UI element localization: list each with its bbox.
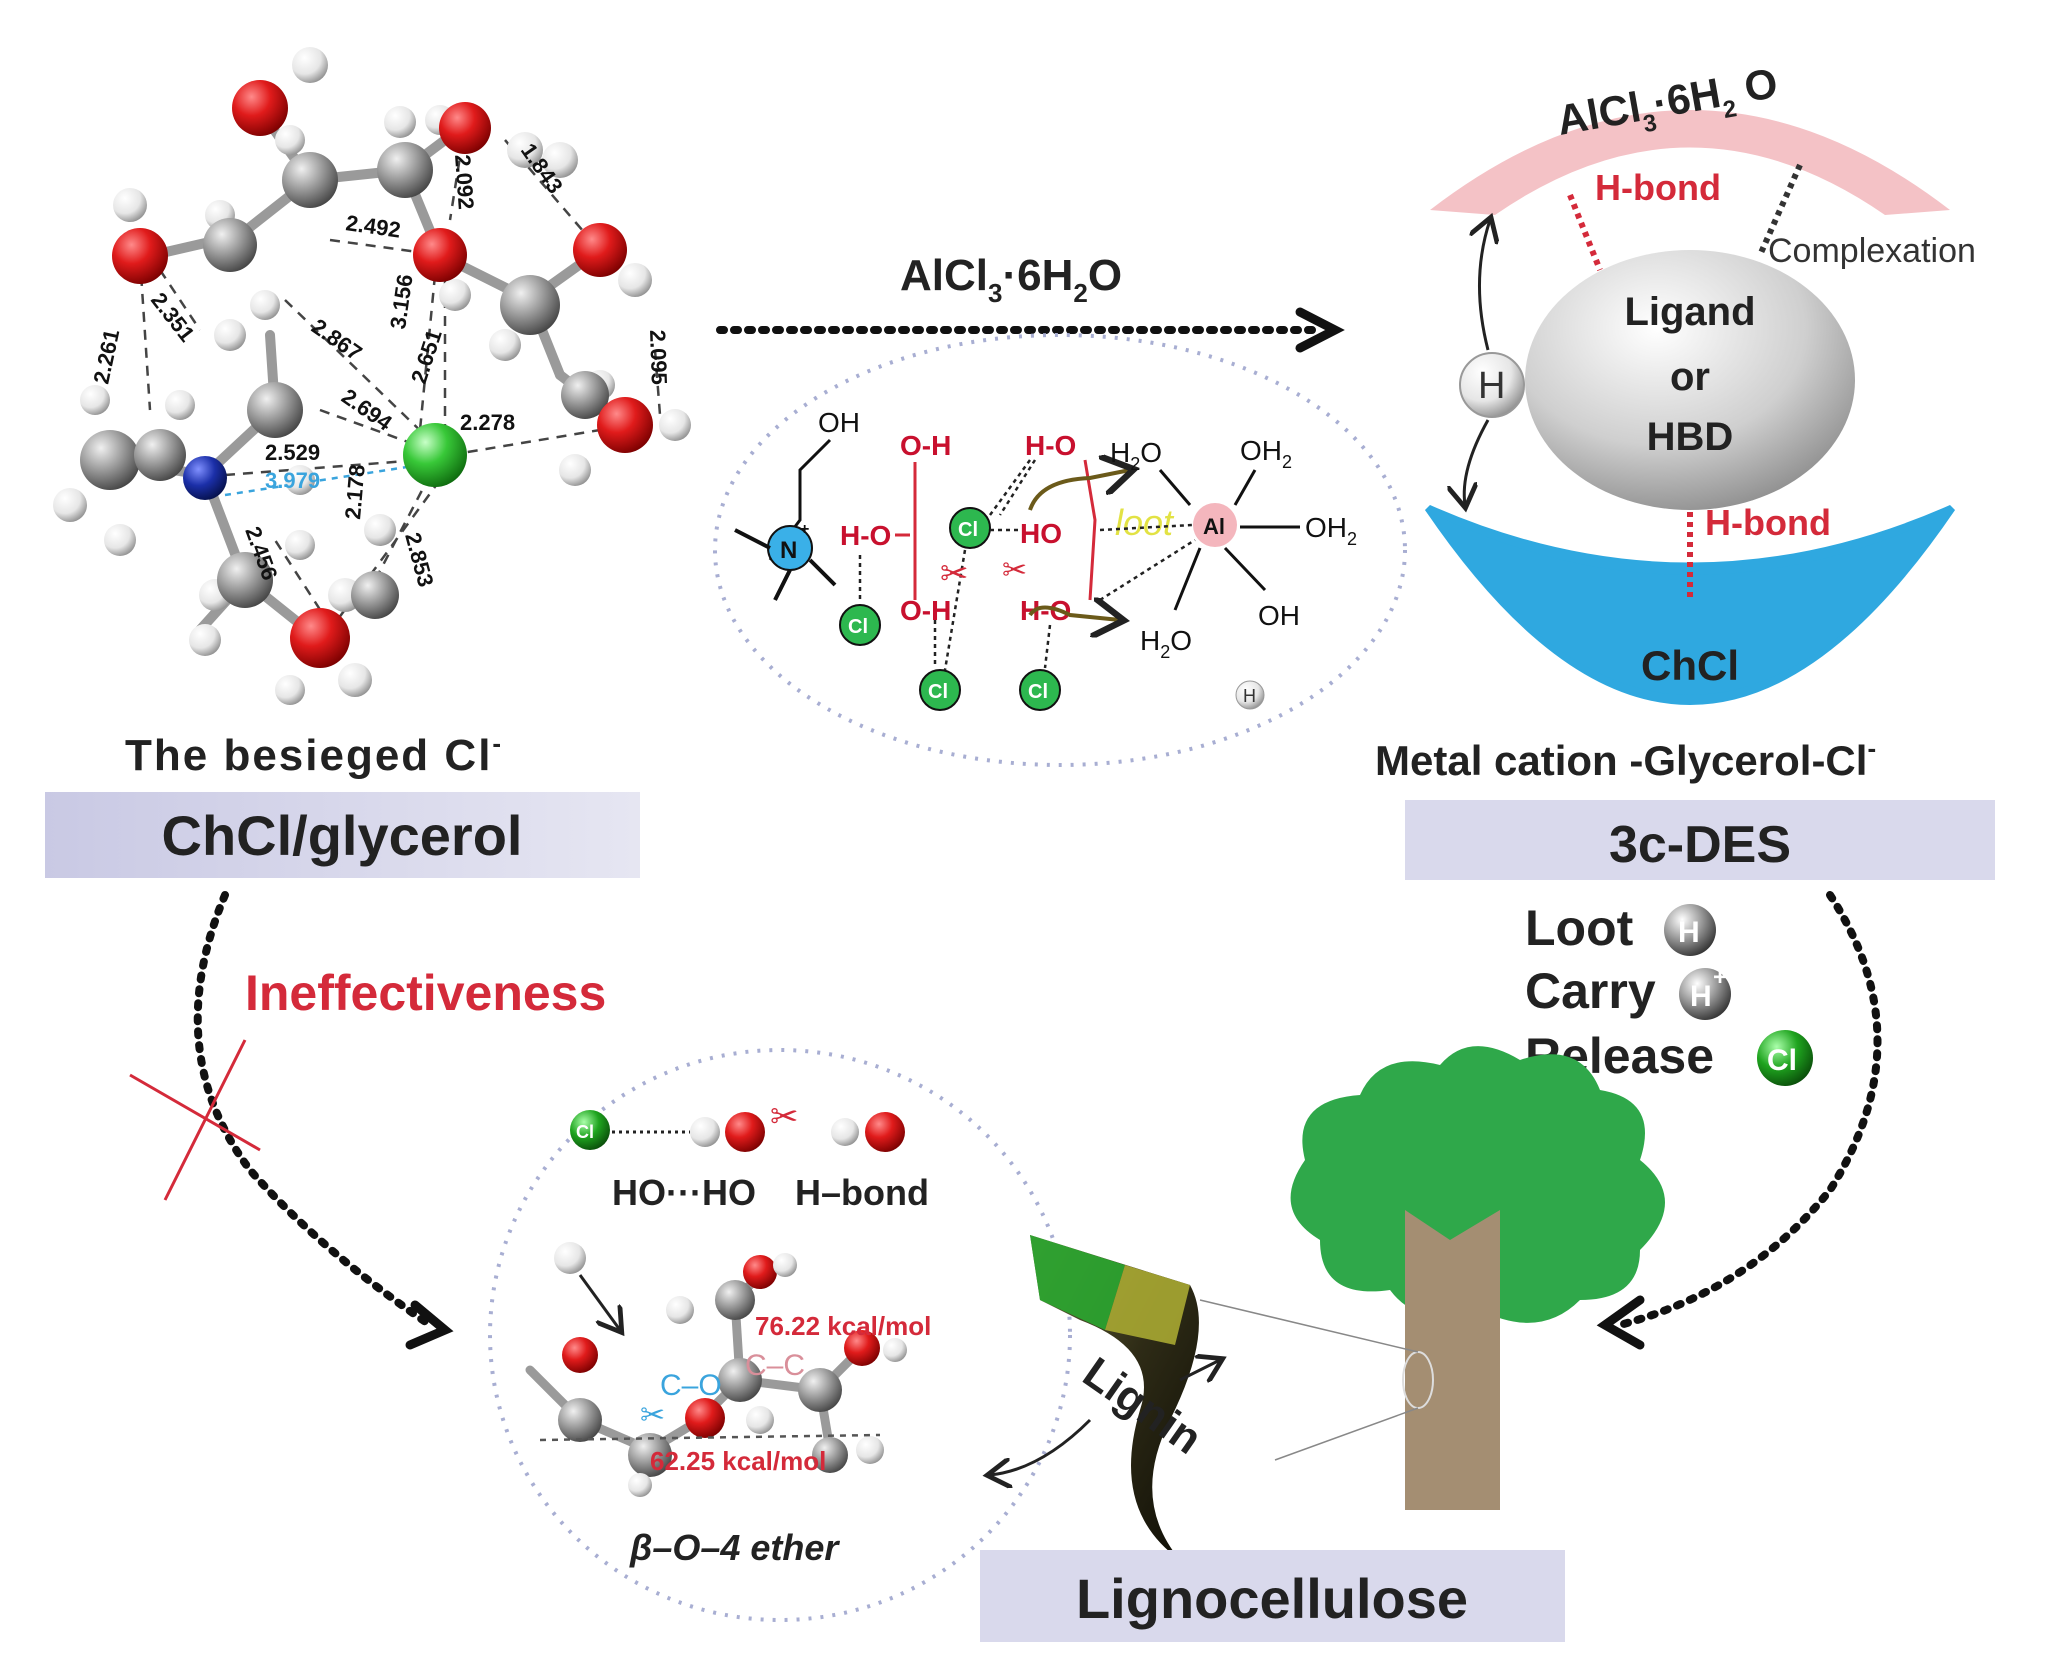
svg-text:H-O: H-O xyxy=(840,520,891,551)
distance-label: 2.278 xyxy=(460,410,515,435)
svg-text:OH2: OH2 xyxy=(1240,435,1292,472)
svg-text:Cl: Cl xyxy=(958,519,978,541)
right-caption: Metal cation -Glycerol-Cl- xyxy=(1375,733,1876,784)
distance-label: 2.867 xyxy=(307,314,366,366)
svg-text:Cl: Cl xyxy=(1028,681,1048,703)
svg-text:H-O: H-O xyxy=(1025,430,1076,461)
right-label-box xyxy=(1405,800,1995,880)
svg-text:✂: ✂ xyxy=(1002,554,1027,587)
right-label-text: 3c-DES xyxy=(1609,816,1791,874)
svg-text:H: H xyxy=(1478,365,1505,407)
atoms-hydrogen xyxy=(53,47,691,705)
mechanism-panel: OH N + O-H H-O O-H H-O HO H-O Cl Cl Cl C… xyxy=(713,333,1407,767)
cross-mark xyxy=(129,1039,261,1201)
svg-text:O-H: O-H xyxy=(900,430,951,461)
svg-text:Carry: Carry xyxy=(1525,963,1656,1019)
svg-text:Cl: Cl xyxy=(848,616,868,638)
distance-label: 3.156 xyxy=(385,273,417,331)
svg-text:OH: OH xyxy=(818,407,860,438)
distance-label: 2.261 xyxy=(88,327,124,386)
svg-text:76.22 kcal/mol: 76.22 kcal/mol xyxy=(755,1311,931,1341)
svg-text:H–bond: H–bond xyxy=(795,1172,929,1213)
svg-text:C–C: C–C xyxy=(745,1349,805,1382)
molecule-chcl-glycerol: 2.2612.3512.4922.0921.8432.8673.1562.651… xyxy=(53,47,691,705)
distance-label: 3.979 xyxy=(265,468,320,493)
right-curve-arrow xyxy=(1616,891,1882,1329)
left-label-box xyxy=(45,792,640,878)
distance-label: 2.651 xyxy=(406,326,447,386)
complexation-label: Complexation xyxy=(1768,232,1976,270)
distance-label: 2.529 xyxy=(265,440,320,465)
left-label-text: ChCl/glycerol xyxy=(162,804,523,867)
chcl-arc-label: ChCl xyxy=(1641,642,1739,689)
h-ball xyxy=(1459,352,1525,418)
svg-text:Ligand: Ligand xyxy=(1624,290,1755,334)
svg-text:β–O–4 ether: β–O–4 ether xyxy=(629,1527,840,1568)
distance-label: 2.092 xyxy=(450,154,479,211)
svg-text:or: or xyxy=(1670,355,1710,399)
svg-text:+: + xyxy=(800,521,809,538)
tree-canopy xyxy=(1290,1046,1665,1323)
reagent-label: AlCl3·6H2O xyxy=(900,251,1122,308)
svg-text:HO···HO: HO···HO xyxy=(612,1172,756,1213)
svg-text:O-H: O-H xyxy=(900,595,951,626)
svg-text:Cl: Cl xyxy=(928,681,948,703)
hbond-top-label: H-bond xyxy=(1595,167,1721,208)
atoms-carbon xyxy=(80,142,609,619)
svg-text:Cl: Cl xyxy=(1767,1044,1797,1077)
svg-text:62.25 kcal/mol: 62.25 kcal/mol xyxy=(650,1446,826,1476)
distance-label: 2.694 xyxy=(337,384,397,436)
hbond-bottom-label: H-bond xyxy=(1705,502,1831,543)
svg-text:✂: ✂ xyxy=(770,1098,799,1136)
beta-o4-panel: Cl ✂ HO···HO H–bond xyxy=(488,1048,1072,1622)
chloride-ions: Cl Cl Cl Cl xyxy=(839,507,1061,711)
lignocellulose-art: Lignin xyxy=(990,1046,1665,1560)
svg-text:H2O: H2O xyxy=(1110,437,1162,474)
alcl3-arc xyxy=(1430,110,1950,215)
bottom-label-text: Lignocellulose xyxy=(1076,1567,1468,1630)
distance-label: 2.853 xyxy=(400,530,438,590)
svg-text:Cl: Cl xyxy=(576,1122,594,1142)
left-caption: The besieged Cl- xyxy=(125,728,503,780)
svg-text:loot: loot xyxy=(1115,502,1175,543)
distance-label: 2.095 xyxy=(645,329,672,385)
svg-text:✂: ✂ xyxy=(640,1399,665,1432)
atoms-oxygen xyxy=(112,80,653,668)
atom-nitrogen xyxy=(183,456,227,500)
svg-text:N: N xyxy=(780,537,797,564)
svg-text:H: H xyxy=(1690,980,1712,1013)
tree-trunk xyxy=(1405,1210,1500,1510)
svg-text:Loot: Loot xyxy=(1525,900,1634,956)
svg-text:H: H xyxy=(1243,686,1256,706)
svg-text:OH2: OH2 xyxy=(1305,512,1357,549)
svg-text:HBD: HBD xyxy=(1647,415,1734,459)
svg-text:OH: OH xyxy=(1258,600,1300,631)
ineffectiveness-label: Ineffectiveness xyxy=(245,965,606,1021)
al-ion xyxy=(1193,503,1237,547)
svg-text:H2O: H2O xyxy=(1140,625,1192,662)
svg-text:✂: ✂ xyxy=(940,555,969,593)
atom-chlorine xyxy=(403,423,467,487)
distance-label: 2.178 xyxy=(340,463,370,520)
reagent-arrow: AlCl3·6H2O xyxy=(716,251,1345,353)
bottom-label-box xyxy=(980,1550,1565,1642)
svg-text:C–O: C–O xyxy=(660,1369,722,1402)
distance-label: 2.492 xyxy=(344,210,402,242)
svg-text:+: + xyxy=(1713,964,1727,991)
svg-text:HO: HO xyxy=(1020,518,1062,549)
ligand-scheme: AlCl3·6H2 O ChCl H-bond Complexation Lig… xyxy=(1425,59,1976,705)
svg-text:H: H xyxy=(1678,916,1700,949)
left-curve-arrow xyxy=(193,891,434,1329)
svg-text:Al: Al xyxy=(1203,514,1225,539)
ligand-ellipse xyxy=(1525,250,1855,510)
